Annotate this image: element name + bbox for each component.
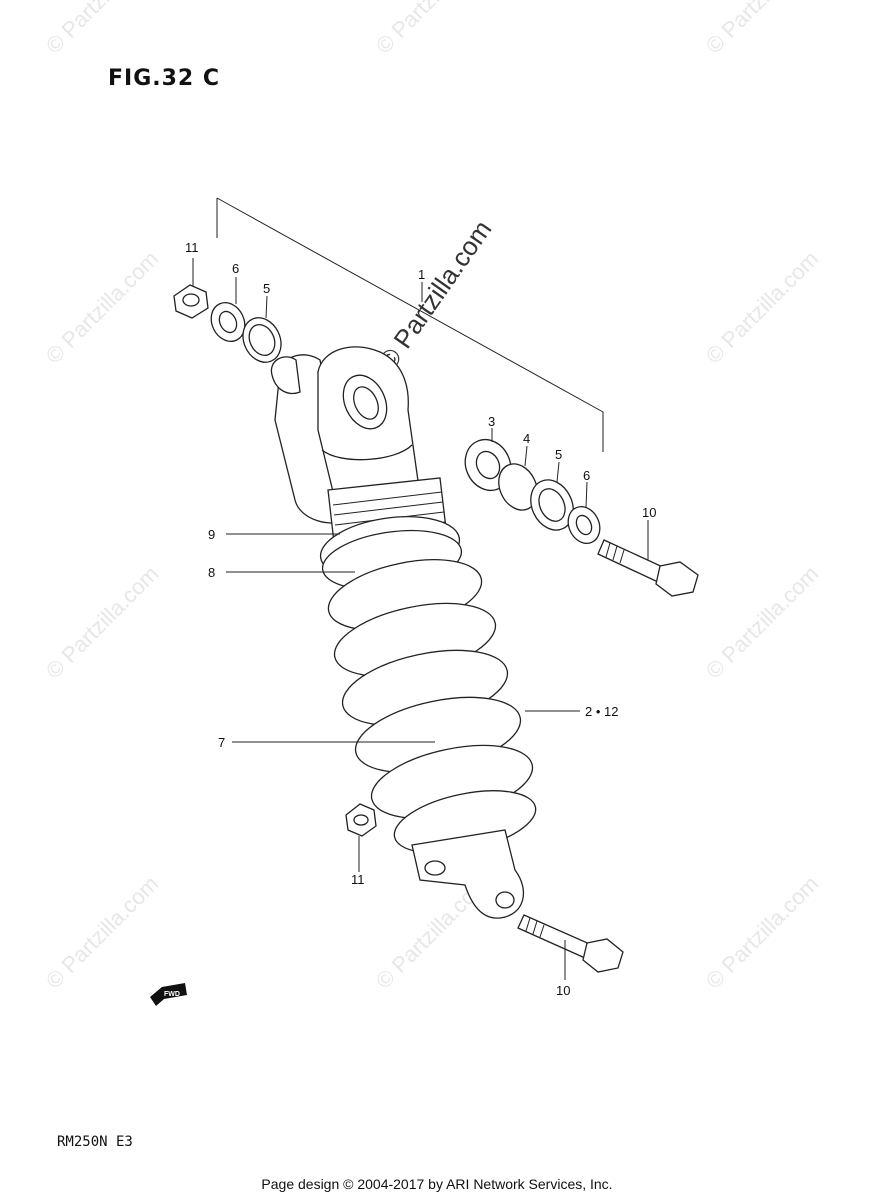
callout-6-right: 6 — [583, 468, 590, 483]
watermark: © Partzilla.com — [701, 561, 824, 684]
callout-11-top: 11 — [185, 240, 199, 255]
fwd-label: FWD — [164, 991, 180, 998]
lower-clevis — [411, 829, 524, 919]
lower-bolt — [517, 914, 624, 973]
watermark: © Partzilla.com — [41, 561, 164, 684]
coil-spring — [327, 559, 537, 854]
callout-3: 3 — [488, 414, 495, 429]
shock-upper-body — [270, 346, 421, 524]
callout-10-upper: 10 — [642, 505, 656, 520]
callouts: 11 6 5 1 3 4 5 6 10 9 8 7 2 • 12 11 10 — [185, 240, 656, 998]
callout-11-bottom: 11 — [351, 872, 365, 887]
watermark: © Partzilla.com — [701, 0, 824, 59]
callout-4: 4 — [523, 431, 530, 446]
watermark: © Partzilla.com — [41, 246, 164, 369]
callout-2-12: 2 • 12 — [585, 704, 618, 719]
leader-lines — [192, 258, 649, 980]
callout-6-left: 6 — [232, 261, 239, 276]
watermark: © Partzilla.com — [371, 0, 494, 59]
callout-5-left: 5 — [263, 281, 270, 296]
assembly-bracket — [216, 197, 604, 452]
model-code: RM250N E3 — [57, 1134, 133, 1150]
watermark: © Partzilla.com — [41, 871, 164, 994]
callout-7: 7 — [218, 735, 225, 750]
callout-5-right: 5 — [555, 447, 562, 462]
fwd-arrow-icon: FWD — [150, 983, 187, 1006]
lower-nut-hole — [353, 814, 369, 826]
watermark: © Partzilla.com — [701, 871, 824, 994]
upper-bolt — [597, 539, 699, 597]
left-hardware — [173, 284, 282, 363]
callout-8: 8 — [208, 565, 215, 580]
watermark: © Partzilla.com — [701, 246, 824, 369]
figure-title: FIG.32 C — [108, 66, 221, 91]
callout-9: 9 — [208, 527, 215, 542]
page-footer: Page design © 2004-2017 by ARI Network S… — [261, 1176, 613, 1192]
right-hardware — [464, 439, 601, 544]
callout-10-lower: 10 — [556, 983, 570, 998]
watermark: © Partzilla.com — [41, 0, 164, 59]
callout-1: 1 — [418, 267, 425, 282]
